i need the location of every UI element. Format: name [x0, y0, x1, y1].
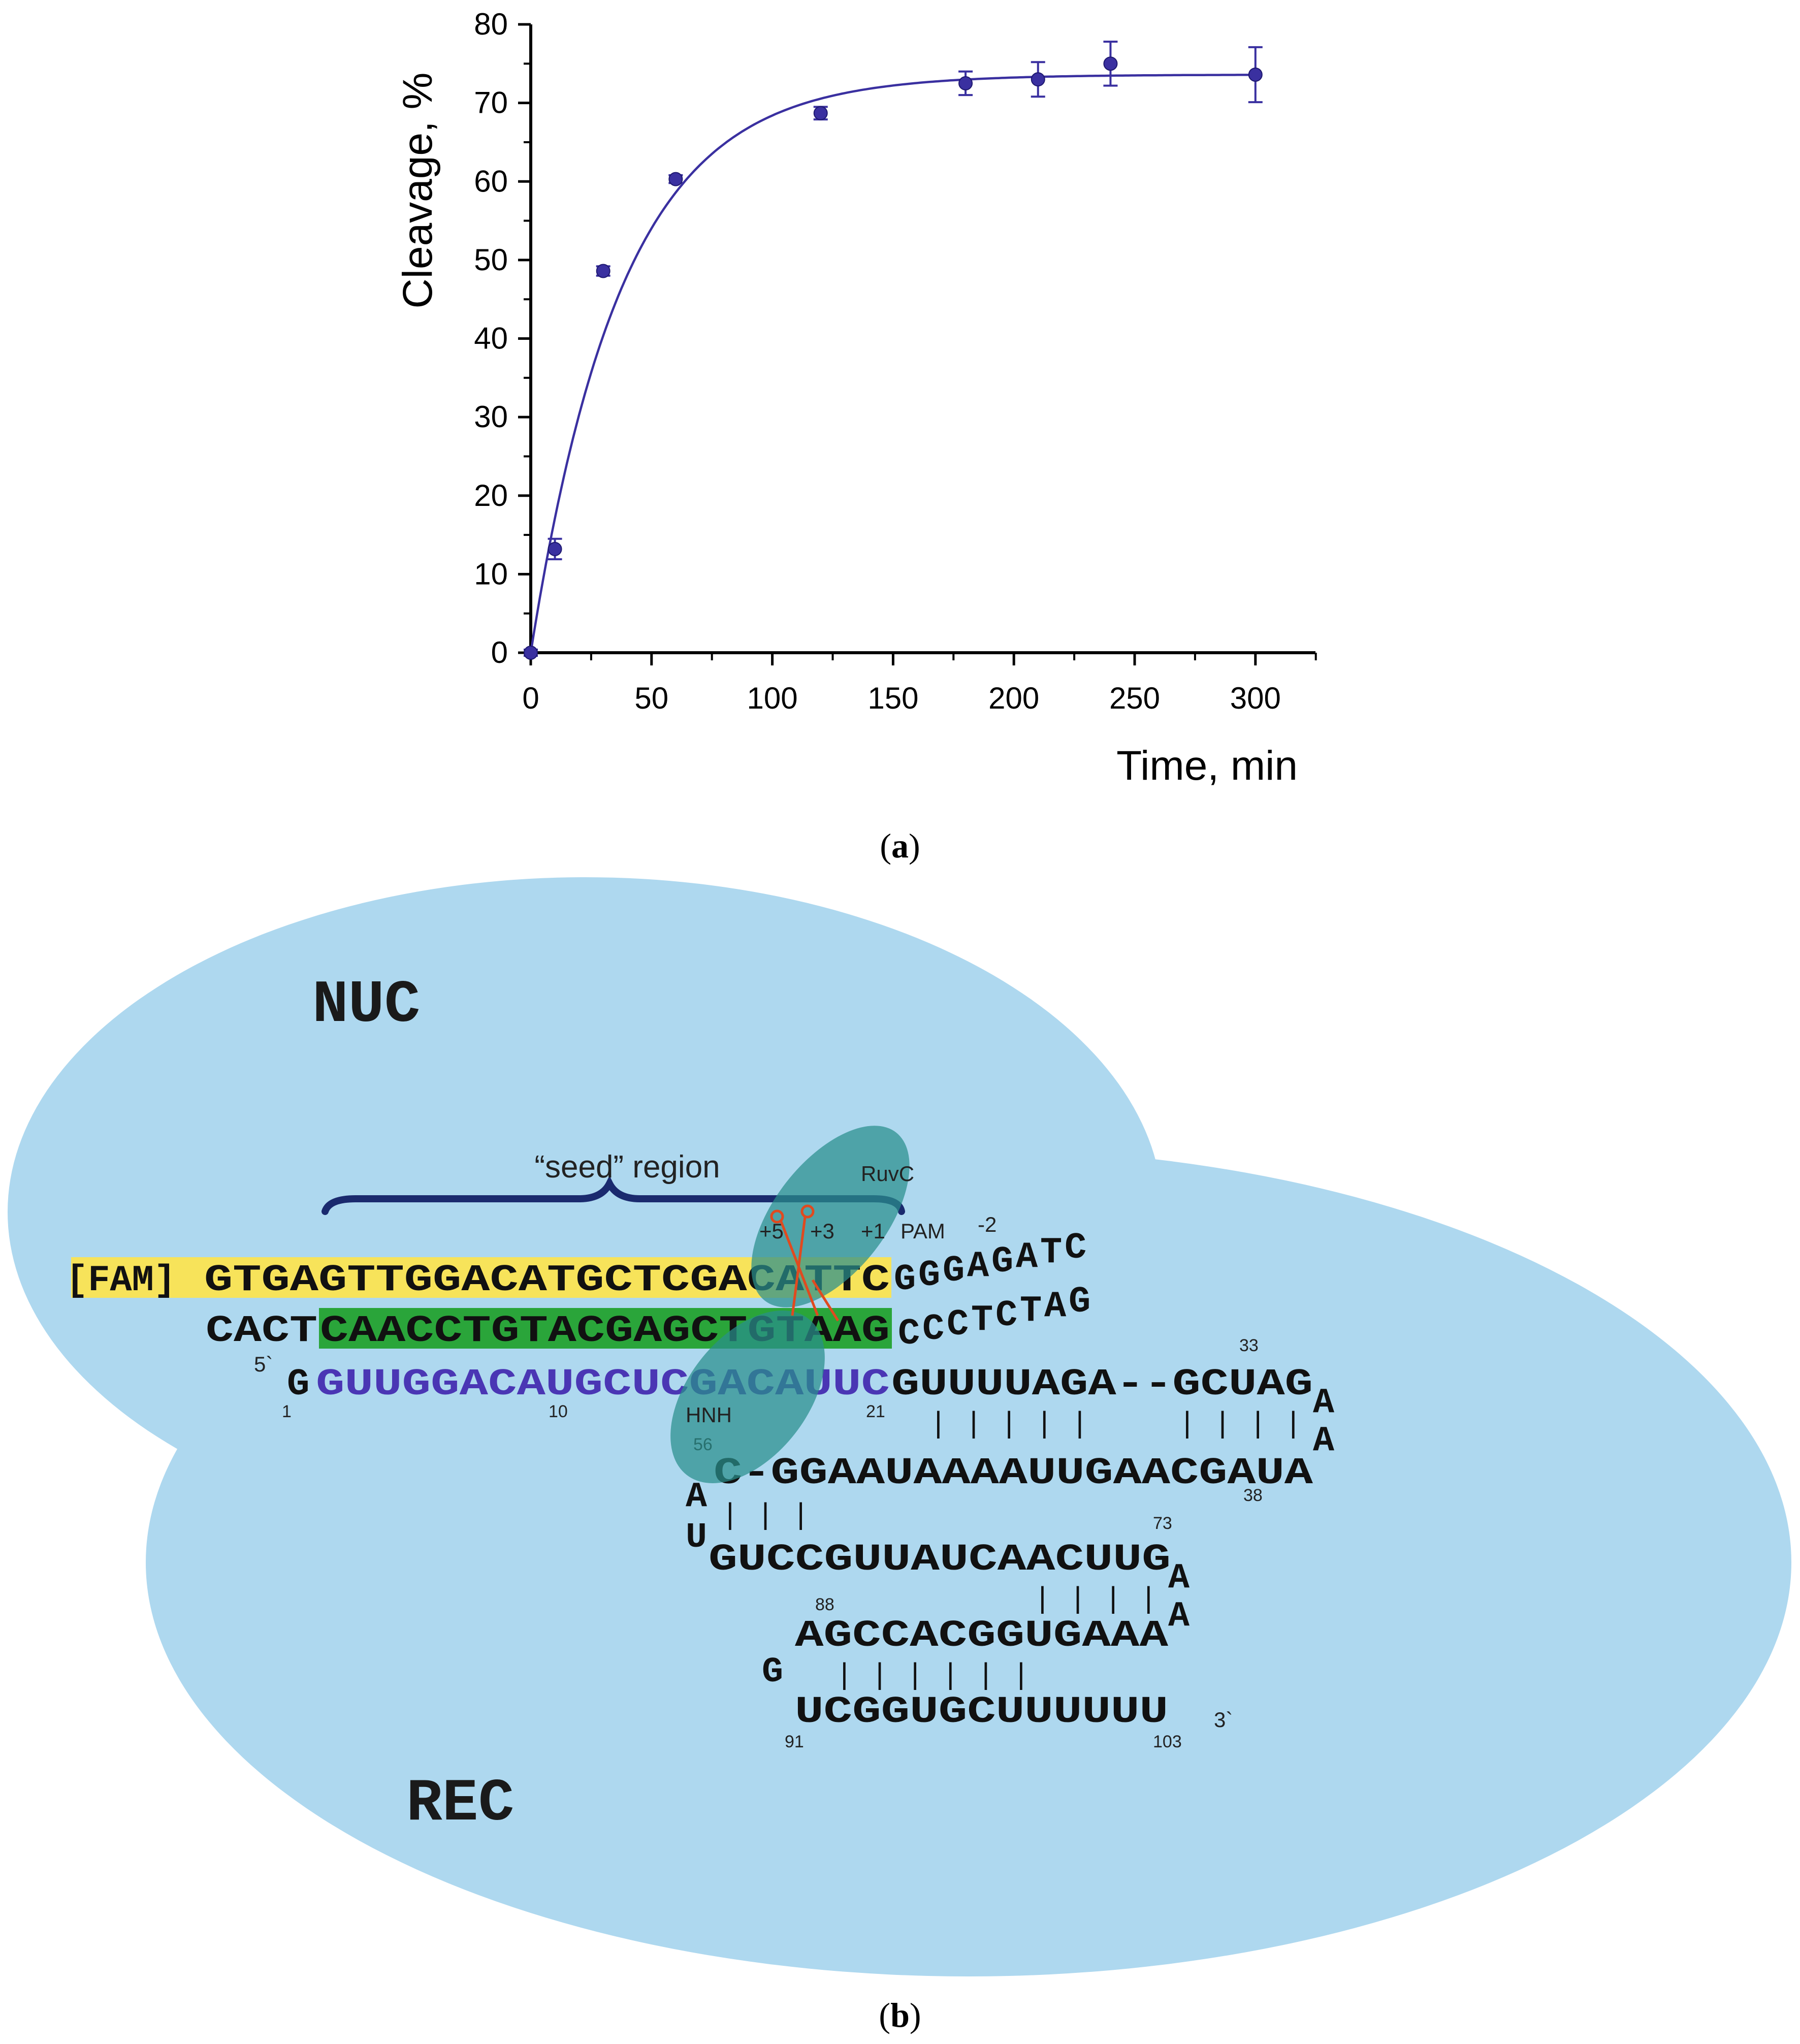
- repeat-line5: UCGGUGCUUUUUU: [795, 1691, 1168, 1734]
- data-point: [1103, 41, 1118, 87]
- num-73: 73: [1153, 1514, 1172, 1533]
- x-axis-label: Time, min: [1116, 743, 1298, 789]
- x-tick-label: 200: [988, 681, 1039, 715]
- x-tick-label: 300: [1230, 681, 1281, 715]
- x-tick-label: 250: [1109, 681, 1160, 715]
- y-axis-label: Cleavage, %: [395, 73, 441, 309]
- y-tick-label: 40: [474, 322, 508, 356]
- hnh-label: HNH: [686, 1403, 732, 1427]
- pos-plus5: +5: [759, 1219, 784, 1243]
- base-pairs-row1b: | | | |: [1178, 1409, 1302, 1442]
- num-10: 10: [549, 1402, 568, 1421]
- y-tick-label: 50: [474, 243, 508, 277]
- data-point: [548, 537, 562, 560]
- repeat-line2: C-GGAAUAAAAUUGAACGAUA: [714, 1452, 1313, 1495]
- data-point: [958, 70, 973, 97]
- y-tick-label: 10: [474, 557, 508, 591]
- loop1-a2: A: [1313, 1421, 1334, 1461]
- rec-label: REC: [406, 1770, 514, 1838]
- ruvc-domain: [751, 1126, 910, 1307]
- target-strand-tail: G G G A G A T C: [894, 1227, 1086, 1300]
- data-point: [1248, 46, 1263, 104]
- fit-curve: [529, 74, 1256, 653]
- fam-label: [FAM]: [66, 1260, 176, 1301]
- num-38: 38: [1243, 1486, 1263, 1505]
- y-tick-label: 80: [474, 7, 508, 41]
- pam-label: PAM: [901, 1219, 945, 1243]
- x-tick-label: 0: [522, 681, 539, 715]
- x-axis-ticks: 0 50 100 150 200 250 300: [522, 653, 1317, 715]
- guide-g: G: [287, 1363, 309, 1406]
- num-33: 33: [1239, 1336, 1259, 1355]
- rec-lobe: [146, 1148, 1791, 1976]
- five-prime-label: 5`: [254, 1352, 273, 1376]
- base-pairs-row1: | | | | |: [929, 1409, 1088, 1442]
- num-91: 91: [785, 1732, 804, 1751]
- x-tick-label: 100: [747, 681, 798, 715]
- loop2-a1: A: [1168, 1558, 1190, 1599]
- x-tick-label: 50: [634, 681, 668, 715]
- y-axis-ticks: 0 10 20 30 40 50 60 70 80: [474, 7, 531, 669]
- num-103: 103: [1153, 1732, 1182, 1751]
- seed-region-label: “seed” region: [534, 1149, 720, 1185]
- data-point: [524, 646, 538, 660]
- x-tick-label: 150: [867, 681, 918, 715]
- pos-plus1: +1: [861, 1219, 885, 1243]
- y-tick-label: 70: [474, 86, 508, 120]
- base-pairs-row4: | | | | | |: [835, 1660, 1030, 1693]
- hnh-domain: [670, 1311, 825, 1483]
- complementary-strand-tail: C C C T C T A G: [898, 1281, 1090, 1355]
- cas9-complex-diagram: NUC REC “seed” region [FAM] GTGAGTTGGACA…: [8, 877, 1791, 1976]
- y-tick-label: 0: [491, 635, 508, 669]
- three-prime-label: 3`: [1214, 1708, 1233, 1732]
- loop2-a2: A: [1168, 1596, 1190, 1637]
- guide-repeat-seq: GUUUUAGA--GCUAG: [891, 1363, 1313, 1406]
- caption-a: (a): [880, 826, 920, 865]
- nuc-label: NUC: [312, 972, 420, 1039]
- data-points: [524, 41, 1263, 660]
- base-pairs-row3: | | | |: [1034, 1584, 1158, 1617]
- num-21: 21: [866, 1402, 885, 1421]
- y-tick-label: 60: [474, 164, 508, 198]
- data-point: [813, 106, 828, 121]
- data-point: [668, 172, 683, 186]
- data-point: [1031, 61, 1045, 98]
- repeat-line4: AGCCACGGUGAAA: [795, 1615, 1169, 1657]
- repeat-line3: GUCCGUUAUCAACUUG: [709, 1539, 1171, 1581]
- y-tick-label: 30: [474, 400, 508, 434]
- pos-plus3: +3: [810, 1219, 834, 1243]
- data-point: [596, 264, 610, 278]
- pos-minus2: -2: [978, 1212, 997, 1236]
- bulge-a: A: [686, 1477, 707, 1517]
- bulge-u: U: [686, 1518, 707, 1558]
- loop1-a1: A: [1313, 1383, 1334, 1423]
- base-pairs-row2: | | |: [721, 1500, 810, 1533]
- complementary-strand-start: CACT: [206, 1310, 317, 1353]
- cleavage-kinetics-chart: 0 10 20 30 40 50 60 70 80 0 50 100 150 200 250 300 Cle…: [395, 7, 1317, 789]
- g-bulge: G: [762, 1652, 783, 1692]
- ruvc-label: RuvC: [861, 1162, 914, 1186]
- scissors-icon: [770, 1204, 840, 1322]
- y-tick-label: 20: [474, 478, 508, 513]
- num-88: 88: [815, 1595, 834, 1614]
- caption-b: (b): [879, 1996, 921, 2034]
- num-1: 1: [282, 1402, 292, 1421]
